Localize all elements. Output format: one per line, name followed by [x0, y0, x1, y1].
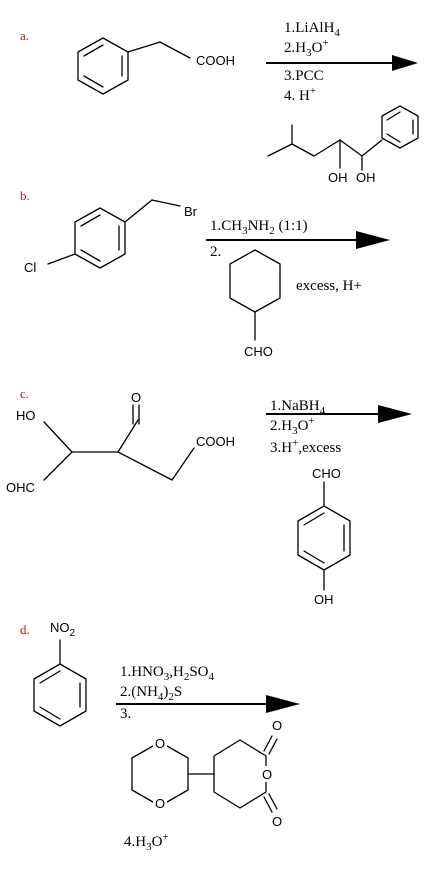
- reaction-c: c. HO O COOH OHC 1.NaBH4 2.H3O+ 3.H+,exc…: [6, 386, 412, 607]
- cl-atom: Cl: [24, 260, 36, 275]
- condition-a-3: 3.PCC: [284, 68, 324, 84]
- cooh-group-a: COOH: [196, 53, 235, 68]
- condition-b-1: 1.CH3NH2 (1:1): [210, 218, 308, 237]
- label-b: b.: [20, 188, 30, 203]
- diol-reagent: OH OH: [267, 105, 419, 185]
- cyclohexane-reagent: CHO: [229, 249, 281, 359]
- bond-cbr: [151, 199, 181, 207]
- arrowhead-d: [266, 695, 300, 713]
- br-atom: Br: [184, 204, 198, 219]
- cooh-group-c: COOH: [196, 434, 235, 449]
- reaction-d: d. NO2 1.HNO3,H2SO4 2.(NH4)2S 3. O O O: [20, 620, 300, 853]
- label-d: d.: [20, 622, 30, 637]
- condition-d-1: 1.HNO3,H2SO4: [120, 664, 215, 683]
- ohc-group-c: OHC: [6, 480, 35, 495]
- benzene-ring-d: [33, 663, 87, 727]
- oxo-atom-c: O: [131, 390, 141, 405]
- condition-d-4: 4.H3O+: [124, 831, 169, 853]
- benzene-ring-b: [74, 207, 126, 269]
- keto-acid: HO O COOH OHC: [6, 390, 235, 495]
- condition-c-2: 2.H3O+: [270, 415, 315, 437]
- cho-group-c: CHO: [312, 466, 341, 481]
- ho-group-c: HO: [16, 408, 36, 423]
- arrowhead-b: [356, 231, 390, 249]
- arrowhead-a: [392, 55, 418, 71]
- oh-group-2: OH: [356, 170, 376, 185]
- reaction-b: b. Br Cl 1.CH3NH2 (1:1) 2. CHO excess, H…: [20, 188, 390, 359]
- label-c: c.: [20, 386, 29, 401]
- carbonyl-o-top: O: [272, 718, 282, 733]
- condition-a-4: 4. H+: [284, 85, 316, 104]
- benzene-ring-a: [77, 37, 129, 95]
- condition-c-3: 3.H+,excess: [270, 437, 341, 456]
- label-a: a.: [20, 28, 29, 43]
- bond-ch2-b: [124, 199, 153, 223]
- condition-a-2: 2.H3O+: [284, 37, 329, 59]
- arrowhead-c: [378, 405, 412, 423]
- hydroxybenzaldehyde-reagent: CHO OH: [297, 466, 351, 607]
- condition-b-2: 2.: [210, 244, 221, 260]
- bond-cooh: [159, 41, 191, 59]
- no2-group: NO2: [50, 620, 76, 639]
- condition-c-1: 1.NaBH4: [270, 398, 326, 417]
- oh-group-c: OH: [314, 592, 334, 607]
- dioxane-o-2: O: [155, 796, 165, 811]
- bond-ch2: [127, 41, 161, 53]
- reagent-note-b: excess, H+: [296, 278, 362, 294]
- reaction-a: a. COOH 1.LiAlH4 2.H3O+ 3.PCC 4. H+: [20, 20, 419, 185]
- dioxane-o-1: O: [155, 736, 165, 751]
- carbonyl-o-bottom: O: [272, 814, 282, 829]
- cho-group-b: CHO: [244, 344, 273, 359]
- dioxanyl-glutaric-anhydride: O O O O O: [131, 718, 282, 829]
- condition-d-3: 3.: [120, 706, 131, 722]
- oh-group-1: OH: [328, 170, 348, 185]
- bond-ccl: [47, 253, 76, 265]
- anhydride-ring-o: O: [262, 767, 272, 782]
- condition-d-2: 2.(NH4)2S: [120, 684, 182, 703]
- condition-a-1: 1.LiAlH4: [284, 20, 340, 39]
